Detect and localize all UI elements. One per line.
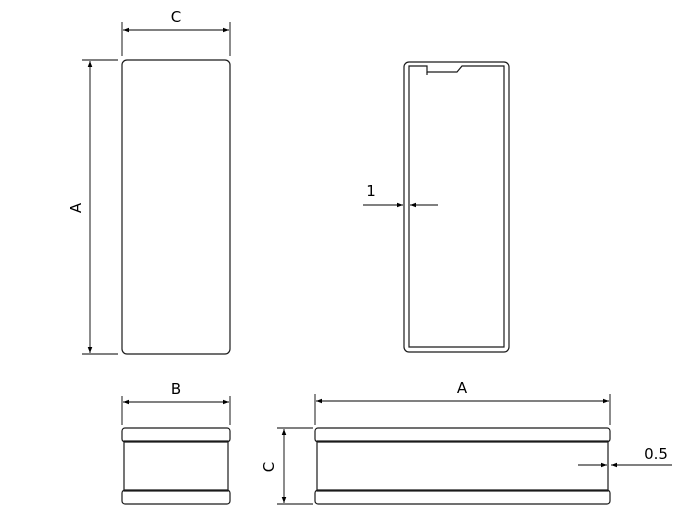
top-view: A 0.5 <box>314 379 672 505</box>
top-view-top-flange <box>314 427 611 443</box>
front-view: C A <box>67 8 231 355</box>
top-view-body <box>316 440 609 492</box>
wall-thickness-label: 1 <box>366 182 376 200</box>
side-view: B C <box>121 380 313 505</box>
side-height-label: C <box>260 462 278 472</box>
front-width-label: C <box>171 8 181 26</box>
side-view-bottom-flange <box>121 489 231 505</box>
section-view: 1 <box>363 61 510 353</box>
side-view-body <box>123 440 229 492</box>
section-outer-wall <box>403 61 510 353</box>
section-inner-wall <box>408 65 505 348</box>
side-view-top-flange <box>121 427 231 443</box>
front-height-label: A <box>67 202 85 213</box>
top-view-bottom-flange <box>314 489 611 505</box>
front-view-outline <box>121 59 231 355</box>
gap-label: 0.5 <box>644 445 668 463</box>
top-length-label: A <box>457 379 468 397</box>
side-width-label: B <box>171 380 181 398</box>
